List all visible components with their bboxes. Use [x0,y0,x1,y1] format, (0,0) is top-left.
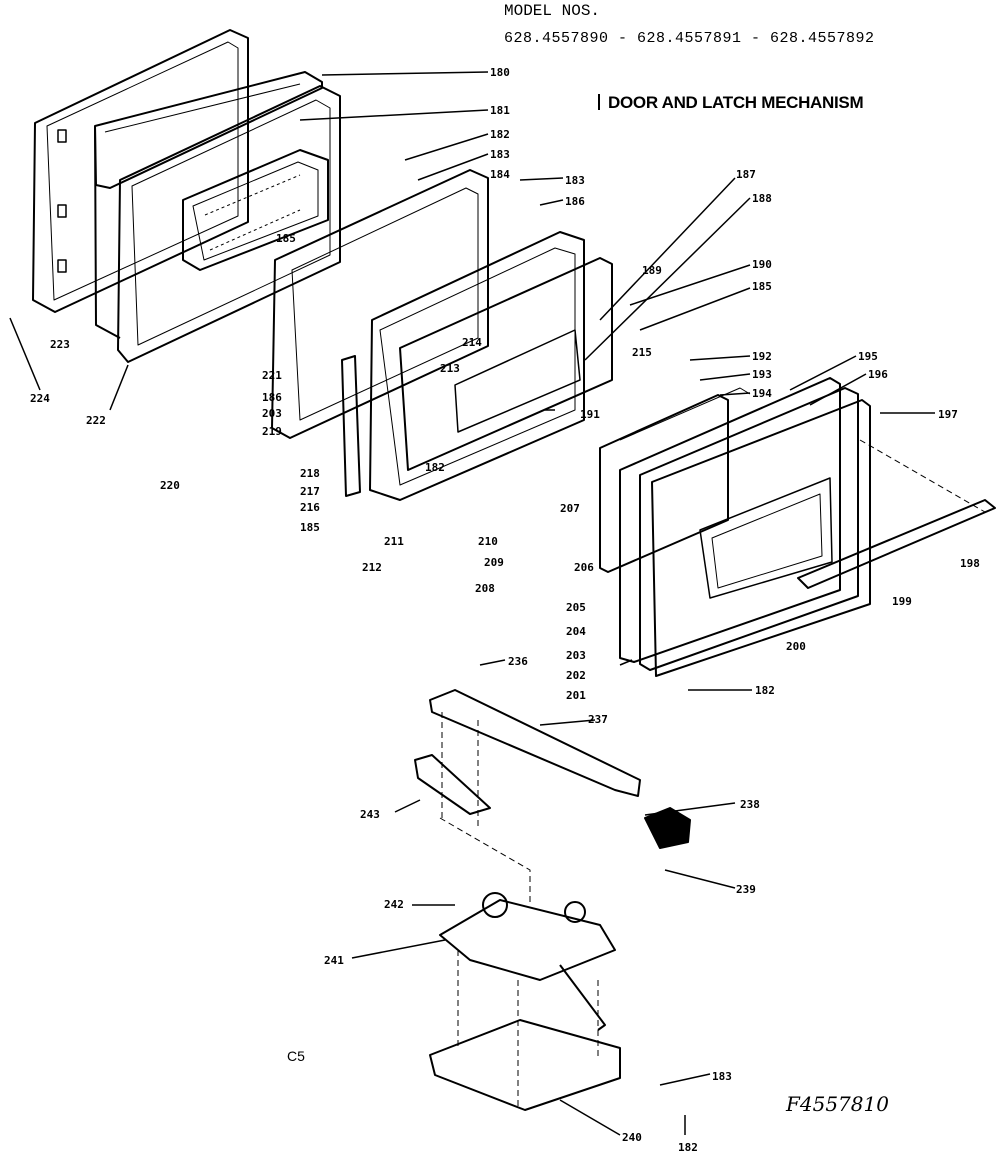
diagram-title: DOOR AND LATCH MECHANISM [608,93,864,112]
part-callout-c221: 221 [262,369,282,382]
part-callout-c241: 241 [324,954,344,967]
part-callout-c195: 195 [858,350,878,363]
door-handle-bar [797,499,996,589]
door-gasket-frame [94,71,323,339]
part-callout-c182c: 182 [755,684,775,697]
part-callout-c189: 189 [642,264,662,277]
part-callout-c183a: 183 [490,148,510,161]
part-callout-c185c: 185 [300,521,320,534]
latch-mechanism [439,892,616,1031]
latch-bracket [414,754,491,815]
window-insert [399,257,613,471]
inner-glass-panel [599,387,751,573]
part-callout-c182b: 182 [425,461,445,474]
outer-door-panel [32,29,249,313]
part-callout-c192: 192 [752,350,772,363]
part-callout-c239: 239 [736,883,756,896]
mount-plate [429,1019,621,1111]
part-callout-c197: 197 [938,408,958,421]
part-callout-c198: 198 [960,557,980,570]
part-callout-c182d: 182 [678,1141,698,1154]
part-callout-c240: 240 [622,1131,642,1144]
part-callout-c203a: 203 [262,407,282,420]
part-callout-c208: 208 [475,582,495,595]
figure-number: F4557810 [786,1092,889,1116]
part-callout-c188: 188 [752,192,772,205]
part-callout-c243: 243 [360,808,380,821]
part-callout-c182a: 182 [490,128,510,141]
part-callout-c214: 214 [462,336,482,349]
part-callout-c237: 237 [588,713,608,726]
part-callout-c200: 200 [786,640,806,653]
part-callout-c184: 184 [490,168,510,181]
part-callout-c206: 206 [574,561,594,574]
part-callout-c238: 238 [740,798,760,811]
model-numbers: 628.4557890 - 628.4557891 - 628.4557892 [504,30,875,47]
part-callout-c196: 196 [868,368,888,381]
part-callout-c185a: 185 [752,280,772,293]
part-callout-c216: 216 [300,501,320,514]
part-callout-c219: 219 [262,425,282,438]
model-nos-label: MODEL NOS. [504,2,601,20]
part-callout-c181: 181 [490,104,510,117]
part-callout-c186b: 186 [262,391,282,404]
part-callout-c201: 201 [566,689,586,702]
part-callout-c202: 202 [566,669,586,682]
part-callout-c187: 187 [736,168,756,181]
part-callout-c218: 218 [300,467,320,480]
part-callout-c186a: 186 [565,195,585,208]
callout-labels: 180 181 182 183 184 183 186 187 188 189 190 185 185 2… [30,66,980,1154]
part-callout-c212: 212 [362,561,382,574]
side-channel-212 [341,355,361,497]
part-callout-c211: 211 [384,535,404,548]
part-callout-c199: 199 [892,595,912,608]
part-callout-c236: 236 [508,655,528,668]
part-callout-c204: 204 [566,625,586,638]
part-callout-c203b: 203 [566,649,586,662]
part-callout-c207: 207 [560,502,580,515]
part-callout-c193: 193 [752,368,772,381]
outer-door-front [619,377,871,677]
part-callout-c180: 180 [490,66,510,79]
part-callout-c222: 222 [86,414,106,427]
part-callout-c213: 213 [440,362,460,375]
part-callout-c223: 223 [50,338,70,351]
title-tick-mark [598,94,600,110]
part-callout-c224: 224 [30,392,50,405]
part-callout-c191: 191 [580,408,600,421]
part-callout-c205: 205 [566,601,586,614]
door-liner [117,85,341,363]
part-callout-c215: 215 [632,346,652,359]
page-code: C5 [287,1048,305,1064]
part-callout-c183c: 183 [712,1070,732,1083]
part-callout-c220: 220 [160,479,180,492]
part-callout-c217: 217 [300,485,320,498]
part-callout-c190: 190 [752,258,772,271]
part-callout-c194: 194 [752,387,772,400]
part-callout-c183b: 183 [565,174,585,187]
window-glass-assembly [182,149,329,271]
part-callout-c242: 242 [384,898,404,911]
latch-knob [644,807,691,849]
part-callout-c185b: 185 [276,232,296,245]
part-callout-c210: 210 [478,535,498,548]
part-callout-c209: 209 [484,556,504,569]
inner-door-frame [271,169,489,439]
latch-arm [429,689,641,797]
